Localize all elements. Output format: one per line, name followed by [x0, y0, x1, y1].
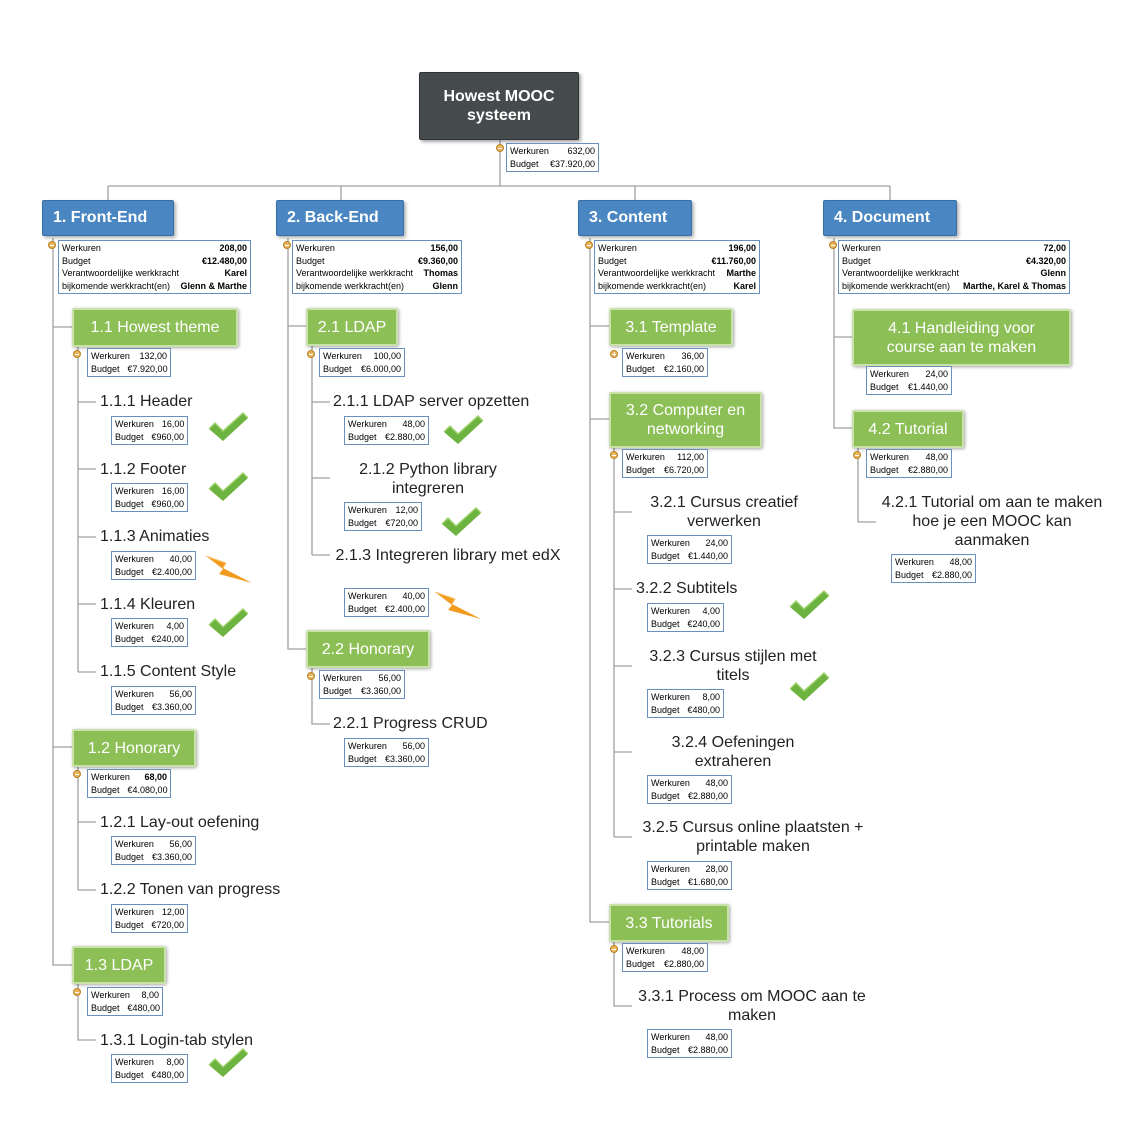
- task-3-2-1[interactable]: 3.2.1 Cursus creatief verwerken: [650, 494, 798, 530]
- check-icon: [443, 414, 484, 444]
- task-1-2-1[interactable]: 1.2.1 Lay-out oefening: [100, 814, 260, 831]
- collapse-toggle-icon[interactable]: [853, 451, 861, 459]
- subtask-1-2[interactable]: 1.2 Honorary: [72, 729, 196, 767]
- collapse-toggle-icon[interactable]: [829, 241, 837, 249]
- branch-back-end[interactable]: 2. Back-End: [276, 200, 404, 236]
- check-icon: [789, 589, 830, 619]
- task-1-1-5[interactable]: 1.1.5 Content Style: [100, 663, 237, 680]
- task-3-2-4[interactable]: 3.2.4 Oefeningen extraheren: [671, 734, 795, 770]
- collapse-toggle-icon[interactable]: [283, 241, 291, 249]
- lightning-icon: [205, 555, 252, 583]
- expand-toggle-icon[interactable]: [610, 350, 618, 358]
- task-1-1-1[interactable]: 1.1.1 Header: [100, 393, 193, 410]
- collapse-toggle-icon[interactable]: [48, 241, 56, 249]
- task-2-1-3[interactable]: 2.1.3 Integreren library met edX: [335, 547, 561, 564]
- check-icon: [208, 607, 249, 637]
- subtask-3-3[interactable]: 3.3 Tutorials: [609, 904, 729, 942]
- root-node[interactable]: Howest MOOC systeem: [419, 72, 579, 140]
- task-1-1-3[interactable]: 1.1.3 Animaties: [100, 528, 210, 545]
- collapse-toggle-icon[interactable]: [73, 988, 81, 996]
- lightning-icon: [434, 591, 481, 619]
- subtask-4-1[interactable]: 4.1 Handleiding voor course aan te maken: [852, 309, 1071, 366]
- task-2-2-1[interactable]: 2.2.1 Progress CRUD: [333, 715, 488, 732]
- collapse-toggle-icon[interactable]: [585, 241, 593, 249]
- task-1-1-2[interactable]: 1.1.2 Footer: [100, 461, 187, 478]
- check-icon: [441, 506, 482, 536]
- collapse-toggle-icon[interactable]: [610, 451, 618, 459]
- task-1-2-2[interactable]: 1.2.2 Tonen van progress: [100, 881, 281, 898]
- branch-document[interactable]: 4. Document: [823, 200, 957, 236]
- subtask-2-2[interactable]: 2.2 Honorary: [306, 630, 430, 668]
- collapse-toggle-icon[interactable]: [73, 350, 81, 358]
- subtask-1-3[interactable]: 1.3 LDAP: [72, 946, 166, 984]
- task-3-2-5[interactable]: 3.2.5 Cursus online plaatsten + printabl…: [642, 819, 864, 855]
- check-icon: [208, 1047, 249, 1077]
- task-3-2-3[interactable]: 3.2.3 Cursus stijlen met titels: [649, 648, 817, 684]
- subtask-2-1[interactable]: 2.1 LDAP: [306, 308, 398, 346]
- task-1-3-1[interactable]: 1.3.1 Login-tab stylen: [100, 1032, 253, 1049]
- task-2-1-2[interactable]: 2.1.2 Python library integreren: [359, 461, 497, 497]
- collapse-toggle-icon[interactable]: [307, 350, 315, 358]
- task-3-2-2[interactable]: 3.2.2 Subtitels: [636, 580, 738, 597]
- branch-content[interactable]: 3. Content: [578, 200, 692, 236]
- subtask-3-2[interactable]: 3.2 Computer en networking: [609, 392, 762, 448]
- task-2-1-1[interactable]: 2.1.1 LDAP server opzetten: [333, 393, 530, 410]
- subtask-4-2[interactable]: 4.2 Tutorial: [852, 410, 964, 448]
- subtask-3-1[interactable]: 3.1 Template: [609, 308, 733, 346]
- branch-front-end[interactable]: 1. Front-End: [42, 200, 174, 236]
- collapse-toggle-icon[interactable]: [496, 144, 504, 152]
- check-icon: [208, 471, 249, 501]
- check-icon: [208, 411, 249, 441]
- task-1-1-4[interactable]: 1.1.4 Kleuren: [100, 596, 196, 613]
- collapse-toggle-icon[interactable]: [73, 770, 81, 778]
- collapse-toggle-icon[interactable]: [307, 672, 315, 680]
- collapse-toggle-icon[interactable]: [610, 945, 618, 953]
- check-icon: [789, 671, 830, 701]
- root-title: Howest MOOC systeem: [443, 88, 555, 124]
- task-4-2-1[interactable]: 4.2.1 Tutorial om aan te maken hoe je ee…: [881, 494, 1103, 549]
- task-3-3-1[interactable]: 3.3.1 Process om MOOC aan te maken: [638, 988, 866, 1024]
- subtask-1-1[interactable]: 1.1 Howest theme: [72, 308, 238, 347]
